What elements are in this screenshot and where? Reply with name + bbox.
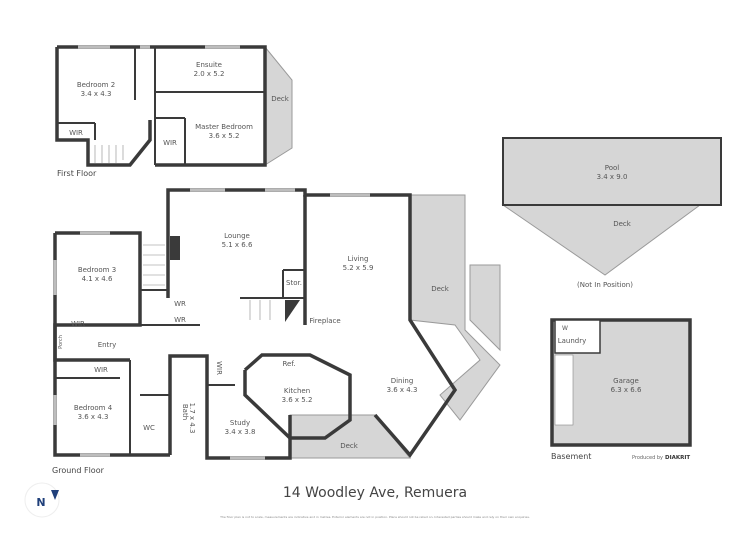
room-name: WIR <box>71 320 85 328</box>
ground-floor: Lounge 5.1 x 6.6 Living 5.2 x 5.9 Bedroo… <box>52 188 501 475</box>
room-name: Deck <box>271 95 290 103</box>
room-name: Garage <box>613 377 639 385</box>
room-name: Ensuite <box>196 61 222 69</box>
room-name: Porch <box>58 335 64 349</box>
room-name: Study <box>230 419 250 427</box>
room-size: 2.0 x 5.2 <box>194 70 225 78</box>
room-name: WR <box>174 316 186 324</box>
room-name: WIR <box>163 139 177 147</box>
room-size: 3.4 x 3.8 <box>225 428 256 436</box>
room-size: 3.4 x 9.0 <box>597 173 628 181</box>
room-name: Bath <box>181 404 189 420</box>
room-name: Ref. <box>282 360 295 368</box>
room-name: Dining <box>391 377 414 385</box>
room-name: Bedroom 4 <box>74 404 113 412</box>
room-size: 3.6 x 5.2 <box>209 132 240 140</box>
room-name: W <box>562 325 568 332</box>
room-name: WIR <box>215 361 223 375</box>
room-size: 6.3 x 6.6 <box>611 386 642 394</box>
room-size: 5.2 x 5.9 <box>343 264 374 272</box>
room-name: Kitchen <box>284 387 310 395</box>
property-title: 14 Woodley Ave, Remuera <box>283 485 467 501</box>
room-name: Deck <box>340 442 359 450</box>
producer-prefix: Produced by <box>632 455 663 461</box>
first-floor-deck <box>264 45 293 166</box>
room-size: 4.1 x 4.6 <box>82 275 113 283</box>
room-name: Laundry <box>558 337 587 345</box>
floor-label: Basement <box>551 452 591 461</box>
room-name: WIR <box>94 366 108 374</box>
room-size: 3.6 x 4.3 <box>387 386 418 394</box>
ground-deck <box>409 194 501 421</box>
room-name: WIR <box>69 129 83 137</box>
room-name: Living <box>348 255 369 263</box>
floor-label: Ground Floor <box>52 466 105 475</box>
pool-deck <box>501 204 702 276</box>
room-name: Master Bedroom <box>195 123 253 131</box>
room-name: WC <box>143 424 155 432</box>
room-name: Deck <box>613 220 632 228</box>
pool <box>502 137 722 206</box>
room-size: 3.6 x 4.3 <box>78 413 109 421</box>
room-name: Bedroom 2 <box>77 81 115 89</box>
room-size: 3.6 x 5.2 <box>282 396 313 404</box>
first-floor: Bedroom 2 3.4 x 4.3 Ensuite 2.0 x 5.2 Ma… <box>55 45 293 178</box>
room-name: Deck <box>431 285 450 293</box>
room-size: 3.4 x 4.3 <box>81 90 112 98</box>
room-size: 1.7 x 4.3 <box>188 403 196 434</box>
room-name: Lounge <box>224 232 250 240</box>
room-name: Fireplace <box>309 317 340 325</box>
floor-label: First Floor <box>57 169 97 178</box>
room-name: Pool <box>605 164 620 172</box>
north-arrow-icon <box>51 490 59 500</box>
pool-note: (Not In Position) <box>577 281 633 289</box>
room-name: Bedroom 3 <box>78 266 116 274</box>
compass: N <box>24 482 60 518</box>
basement: W Laundry Garage 6.3 x 6.6 Basement Prod… <box>550 318 692 461</box>
pool-area: Pool 3.4 x 9.0 Deck (Not In Position) <box>501 137 722 289</box>
room-name: Entry <box>98 341 117 349</box>
room-name: WR <box>174 300 186 308</box>
room-name: Stor. <box>286 279 302 287</box>
north-letter: N <box>36 496 45 509</box>
room-size: 5.1 x 6.6 <box>222 241 253 249</box>
producer-brand: DIAKRIT <box>665 455 690 461</box>
disclaimer: The floor plan is not to scale, measurem… <box>219 515 530 519</box>
